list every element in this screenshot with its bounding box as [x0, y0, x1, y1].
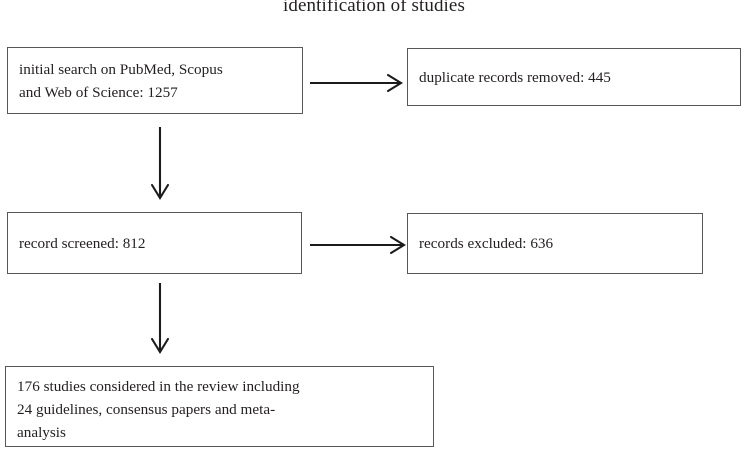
flow-box-initial-search-label: initial search on PubMed, Scopus and Web… [19, 60, 223, 101]
flow-box-duplicates-removed-label: duplicate records removed: 445 [419, 68, 611, 86]
arrow-right-screened-to-excluded [310, 235, 407, 255]
diagram-title: identification of studies [283, 0, 465, 16]
flow-box-studies-included-label: 176 studies considered in the review inc… [17, 378, 300, 441]
arrow-down-search-to-screened [150, 127, 170, 201]
flow-box-studies-included: 176 studies considered in the review inc… [5, 366, 434, 447]
flow-box-records-excluded: records excluded: 636 [407, 213, 703, 274]
flow-box-record-screened: record screened: 812 [7, 212, 302, 274]
flow-box-record-screened-label: record screened: 812 [19, 234, 146, 252]
arrow-right-search-to-duplicates [310, 73, 404, 93]
flow-box-records-excluded-label: records excluded: 636 [419, 235, 554, 252]
flow-box-duplicates-removed: duplicate records removed: 445 [407, 48, 741, 106]
flow-box-initial-search: initial search on PubMed, Scopus and Web… [7, 47, 303, 114]
arrow-down-screened-to-included [150, 283, 170, 355]
